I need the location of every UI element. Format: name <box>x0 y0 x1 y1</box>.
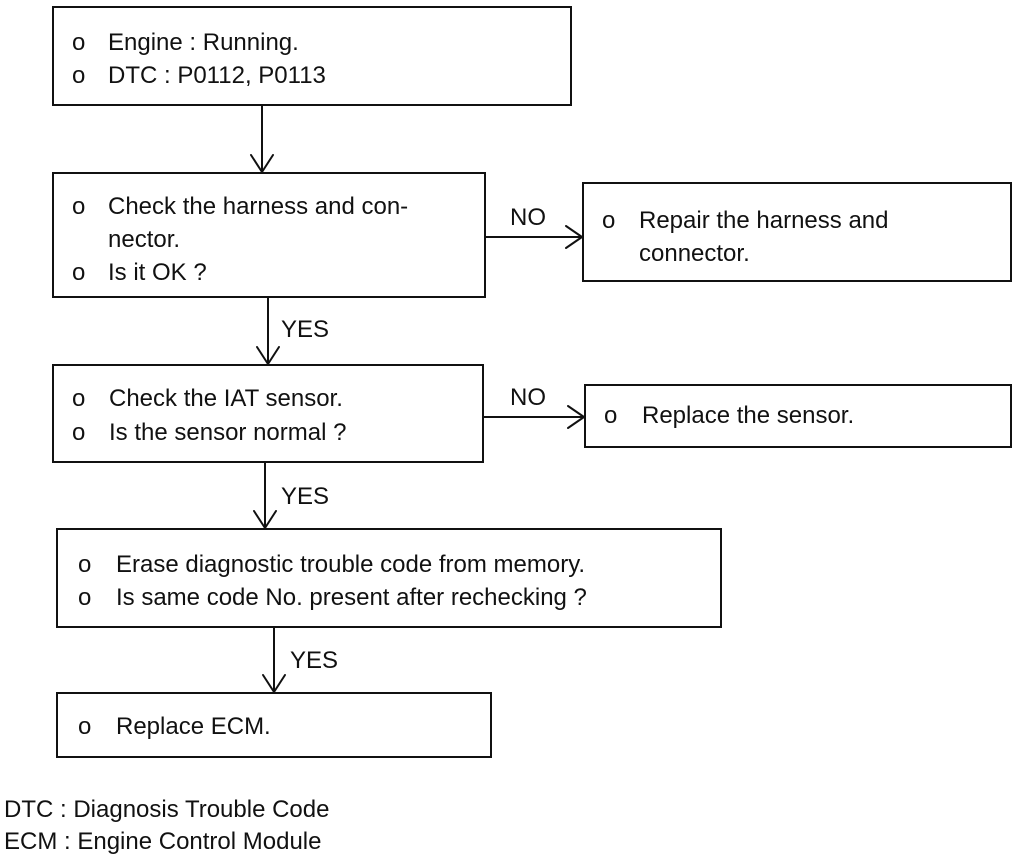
branch-label-iat-no: NO <box>510 384 546 411</box>
harness-repair-step-continued: connector. <box>639 240 750 267</box>
bullet-marker: o <box>602 207 616 234</box>
bullet-marker: o <box>78 551 92 578</box>
branch-label-iat-yes: YES <box>281 483 330 510</box>
iat-sensor-check-step: Check the IAT sensor. <box>109 385 343 412</box>
bullet-marker: o <box>72 259 86 286</box>
bullet-marker: o <box>72 385 86 412</box>
bullet-marker: o <box>78 713 92 740</box>
bullet-marker: o <box>72 29 86 56</box>
bullet-marker: o <box>604 402 618 429</box>
branch-label-harness-no: NO <box>510 204 546 231</box>
bullet-marker: o <box>72 62 86 89</box>
harness-repair-box: o Repair the harness and connector. <box>582 182 1012 282</box>
legend-ecm: ECM : Engine Control Module <box>4 828 322 855</box>
bullet-marker: o <box>72 193 86 220</box>
dtc-erase-box: o Erase diagnostic trouble code from mem… <box>56 528 722 628</box>
harness-check-question: Is it OK ? <box>108 259 207 286</box>
branch-label-code-yes: YES <box>290 647 339 674</box>
iat-sensor-check-box: o Check the IAT sensor. o Is the sensor … <box>52 364 484 463</box>
sensor-replace-box: o Replace the sensor. <box>584 384 1012 448</box>
ecm-replace-box: o Replace ECM. <box>56 692 492 758</box>
start-condition-dtc: DTC : P0112, P0113 <box>108 62 326 89</box>
start-conditions-box: o Engine : Running. o DTC : P0112, P0113 <box>52 6 572 106</box>
dtc-erase-step: Erase diagnostic trouble code from memor… <box>116 551 586 578</box>
sensor-replace-step: Replace the sensor. <box>642 402 855 429</box>
ecm-replace-step: Replace ECM. <box>116 713 271 740</box>
harness-check-step: Check the harness and con- <box>108 193 409 220</box>
start-condition-engine: Engine : Running. <box>108 29 299 56</box>
legend-dtc: DTC : Diagnosis Trouble Code <box>4 796 330 823</box>
bullet-marker: o <box>72 419 86 446</box>
harness-check-step-continued: nector. <box>108 226 181 253</box>
harness-repair-step: Repair the harness and <box>639 207 889 234</box>
iat-sensor-check-question: Is the sensor normal ? <box>109 419 347 446</box>
dtc-recheck-question: Is same code No. present after recheckin… <box>116 584 587 611</box>
bullet-marker: o <box>78 584 92 611</box>
branch-label-harness-yes: YES <box>281 316 330 343</box>
harness-check-box: o Check the harness and con- nector. o I… <box>52 172 486 298</box>
